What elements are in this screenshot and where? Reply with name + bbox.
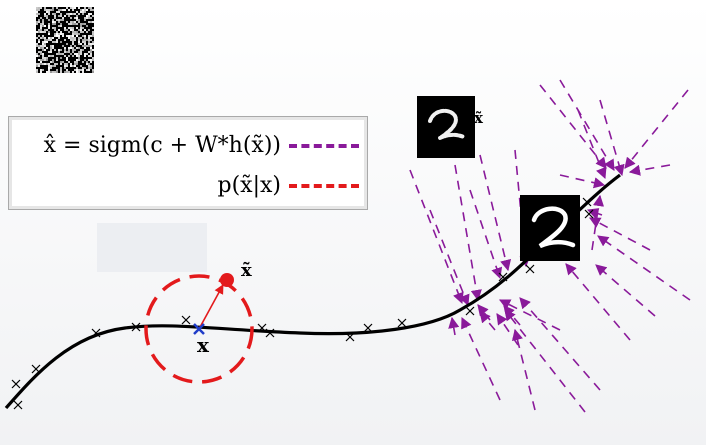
reconstruction-arrow — [429, 209, 470, 307]
sample-cross-icon — [465, 306, 475, 316]
sample-cross-icon — [363, 323, 373, 333]
reconstruction-arrow — [559, 174, 606, 189]
clean-point-marker — [193, 323, 205, 335]
reconstruction-arrow — [589, 217, 651, 251]
reconstruction-arrow — [498, 299, 561, 331]
clean-point-label: x — [197, 333, 210, 357]
reconstruction-arrow — [448, 316, 460, 336]
sample-cross-icon — [91, 328, 101, 338]
red-dashed-swatch — [289, 183, 359, 188]
reconstruction-arrow — [624, 89, 689, 169]
reconstruction-arrow — [539, 84, 607, 169]
reconstruction-arrow — [454, 164, 482, 302]
reconstruction-arrow — [595, 264, 656, 317]
reconstruction-arrow — [512, 328, 536, 411]
corruption-arrow — [198, 284, 224, 330]
sample-cross-icon — [131, 322, 141, 332]
noise-image — [36, 7, 94, 73]
training-samples — [11, 197, 594, 410]
reconstruction-arrow — [469, 189, 503, 280]
sample-cross-icon — [31, 364, 41, 374]
sample-cross-icon — [582, 197, 592, 207]
corrupted-digit-image — [417, 96, 475, 158]
sample-cross-icon — [11, 379, 21, 389]
reconstruction-arrow — [565, 263, 631, 341]
legend-entry-corruption: p(x̃|x) — [218, 173, 359, 198]
reconstruction-arrow — [628, 164, 671, 176]
sample-cross-icon — [181, 315, 191, 325]
sample-cross-icon — [498, 272, 508, 282]
reconstruction-arrow — [591, 194, 605, 251]
sample-cross-icon — [584, 209, 594, 219]
sample-cross-icon — [265, 328, 275, 338]
reconstruction-arrow — [597, 235, 691, 301]
corrupted-point-label: x̃ — [241, 260, 252, 281]
reconstruction-arrow — [599, 99, 625, 177]
sample-cross-icon — [525, 264, 535, 274]
reconstruction-arrow — [479, 311, 496, 331]
corrupted-point — [220, 273, 234, 287]
reconstruction-arrow — [559, 79, 615, 171]
purple-dashed-swatch — [289, 143, 359, 148]
sample-cross-icon — [397, 318, 407, 328]
corruption-circle — [144, 274, 254, 384]
blank-panel — [97, 223, 207, 272]
reconstruction-arrow — [503, 305, 521, 326]
sample-cross-icon — [13, 400, 23, 410]
reconstruction-arrow — [477, 304, 491, 321]
sample-cross-icon — [345, 332, 355, 342]
reconstruction-arrow — [409, 169, 464, 305]
image-label: x̃ — [474, 109, 484, 127]
reconstruction-arrow — [577, 109, 607, 180]
reconstruction-arrow — [586, 208, 603, 219]
legend-entry-reconstruction: x̂ = sigm(c + W*h(x̃)) — [44, 133, 359, 158]
legend-box: x̂ = sigm(c + W*h(x̃)) p(x̃|x) — [8, 116, 368, 210]
reconstructed-digit-image — [520, 195, 580, 261]
reconstruction-formula: x̂ = sigm(c + W*h(x̃)) — [43, 133, 281, 158]
corruption-distribution: p(x̃|x) — [217, 173, 281, 198]
reconstruction-arrow — [519, 297, 601, 391]
sample-cross-icon — [257, 323, 267, 333]
reconstruction-arrow — [479, 154, 512, 272]
reconstruction-arrow — [504, 309, 586, 413]
